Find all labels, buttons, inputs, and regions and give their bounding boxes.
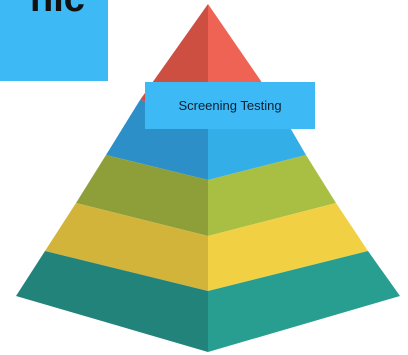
- heading-text: nic: [30, 0, 85, 22]
- pyramid-tier-base-left-face: [16, 251, 208, 352]
- pyramid-tier-middle-left-face: [76, 155, 208, 236]
- callout-label: Screening Testing: [178, 98, 282, 113]
- pyramid-tier-fourth-right-face: [208, 203, 368, 291]
- pyramid-tier-middle-right-face: [208, 155, 336, 236]
- pyramid-tier-base-right-face: [208, 251, 400, 352]
- heading-box: nic: [0, 0, 108, 81]
- pyramid-tier-fourth-left-face: [45, 203, 208, 291]
- screening-testing-callout: Screening Testing: [145, 82, 315, 129]
